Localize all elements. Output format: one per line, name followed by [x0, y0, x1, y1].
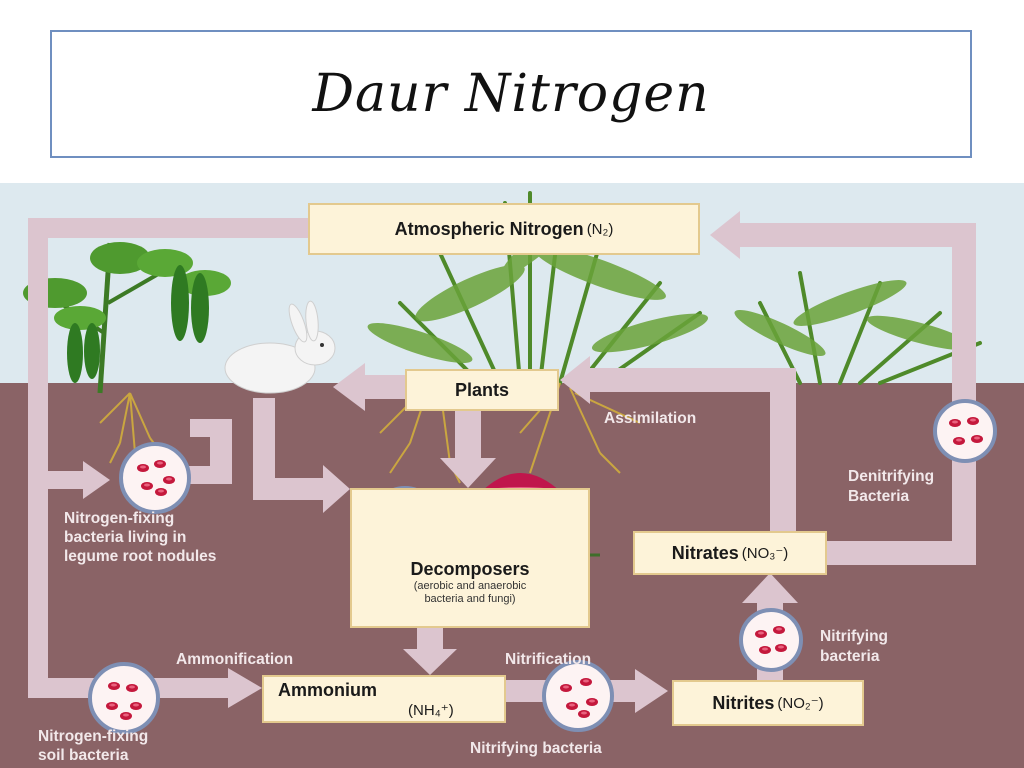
- legume-label-3: legume root nodules: [64, 548, 217, 565]
- bacteria-soil: [88, 662, 160, 734]
- decomposers-label: Decomposers: [410, 559, 530, 579]
- denitrifying-label-2: Bacteria: [848, 488, 910, 505]
- nitrogen-cycle-diagram: Atmospheric Nitrogen (N₂) Plants Decompo…: [0, 183, 1024, 768]
- soil-bacteria-label-2: soil bacteria: [38, 747, 129, 764]
- bean-plant: [23, 242, 231, 394]
- atmospheric-nitrogen-label: Atmospheric Nitrogen: [394, 218, 584, 239]
- nitrifying-bacteria-label-2: bacteria: [820, 648, 880, 665]
- nitrites-label: Nitrites: [712, 692, 775, 713]
- roots: [99, 382, 641, 484]
- plants-box: Plants: [405, 369, 559, 411]
- nitrifying-bacteria-bottom-label: Nitrifying bacteria: [470, 740, 602, 757]
- atmospheric-nitrogen-box: Atmospheric Nitrogen (N₂): [308, 203, 700, 255]
- nitrites-box: Nitrites (NO₂⁻): [672, 680, 864, 726]
- legume-label-1: Nitrogen-fixing: [64, 510, 175, 527]
- nitrates-formula: (NO₃⁻): [741, 545, 789, 562]
- atmospheric-nitrogen-formula: (N₂): [586, 220, 614, 238]
- ammonification-label: Ammonification: [176, 651, 294, 668]
- cycle-arrows: [28, 211, 976, 713]
- decomposers-note-2: bacteria and fungi): [424, 593, 516, 605]
- ammonium-formula: (NH₄⁺): [408, 701, 454, 719]
- nitrates-label: Nitrates: [671, 542, 739, 563]
- bacteria-legume: [119, 442, 191, 514]
- assimilation-label: Assimilation: [604, 410, 697, 427]
- plants-label: Plants: [454, 379, 510, 400]
- nitrates-box: Nitrates (NO₃⁻): [633, 531, 827, 575]
- ammonium-label: Ammonium: [278, 679, 377, 700]
- slide-title: Daur Nitrogen: [312, 64, 710, 124]
- title-box: Daur Nitrogen: [50, 30, 972, 158]
- bacteria-denitrifying: [933, 399, 997, 463]
- ammonium-box: Ammonium (NH₄⁺): [262, 675, 506, 723]
- denitrifying-label-1: Denitrifying: [848, 468, 935, 485]
- rabbit: [224, 300, 336, 394]
- decomposers-note-1: (aerobic and anaerobic: [413, 580, 527, 592]
- legume-label-2: bacteria living in: [64, 529, 187, 546]
- bacteria-nitrifying: [739, 608, 803, 672]
- nitrites-formula: (NO₂⁻): [777, 695, 824, 712]
- nitrifying-bacteria-label-1: Nitrifying: [820, 628, 889, 645]
- nitrification-label: Nitrification: [505, 651, 592, 668]
- soil-bacteria-label-1: Nitrogen-fixing: [38, 728, 149, 745]
- decomposers-box: Decomposers (aerobic and anaerobic bacte…: [350, 488, 590, 628]
- bacteria-nitrification: [542, 660, 614, 732]
